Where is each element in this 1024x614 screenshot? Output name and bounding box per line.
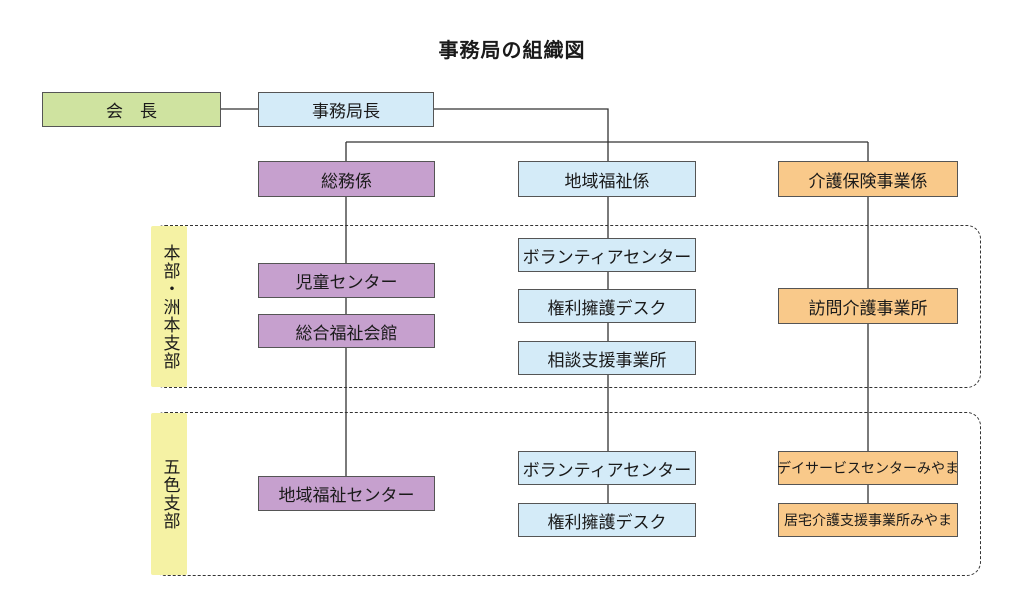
node-home-visit-care: 訪問介護事業所: [778, 288, 958, 324]
node-children-center: 児童センター: [258, 263, 435, 298]
node-day-service-miyama: デイサービスセンターみやま: [777, 451, 959, 485]
node-rights-desk-honbu: 権利擁護デスク: [518, 289, 696, 323]
region-honbu-label: 本部・洲本支部: [151, 226, 187, 387]
node-secretary-general: 事務局長: [258, 92, 434, 127]
node-volunteer-center-goshiki: ボランティアセンター: [518, 451, 696, 485]
node-general-affairs: 総務係: [258, 161, 435, 197]
node-community-welfare-center: 地域福祉センター: [258, 476, 435, 511]
region-honbu-text: 本部・洲本支部: [159, 243, 180, 370]
node-home-care-support-miyama: 居宅介護支援事業所みやま: [778, 503, 958, 537]
node-community-welfare: 地域福祉係: [518, 161, 696, 197]
node-chairman: 会 長: [42, 92, 221, 127]
connector-secretary-down: [434, 108, 609, 142]
region-goshiki-label: 五色支部: [151, 413, 187, 575]
node-volunteer-center-honbu: ボランティアセンター: [518, 238, 696, 272]
page-title: 事務局の組織図: [438, 38, 586, 62]
node-consultation-office: 相談支援事業所: [518, 341, 696, 375]
node-rights-desk-goshiki: 権利擁護デスク: [518, 503, 696, 537]
region-goshiki-text: 五色支部: [159, 458, 180, 530]
node-care-insurance: 介護保険事業係: [778, 161, 958, 197]
node-welfare-hall: 総合福祉会館: [258, 314, 435, 348]
